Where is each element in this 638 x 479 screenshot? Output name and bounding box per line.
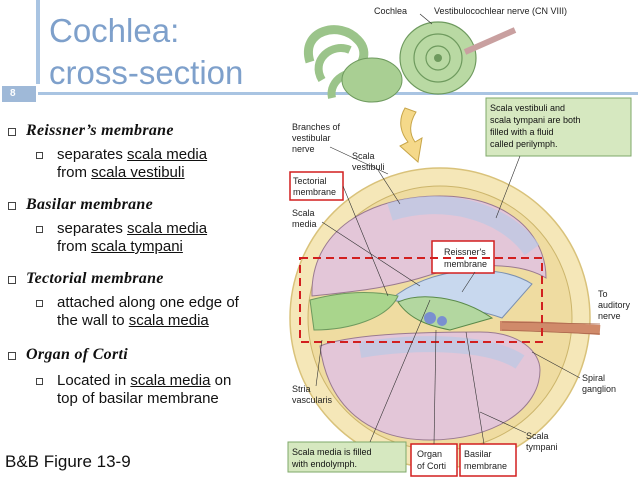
sub-bullet-square-icon [36,378,43,385]
label-scala-tympani: Scala tympani [526,431,558,452]
label-basilar-membrane: Basilar membrane [464,449,507,471]
figure-caption: B&B Figure 13-9 [5,452,131,471]
sub-bullet-basilar: separates scala media from scala tympani [36,220,237,256]
label-tectorial-membrane: Tectorial membrane [293,176,336,197]
bullet-heading: Basilar membrane [26,196,154,213]
basilar-label-box [459,443,517,477]
sub-bullet-text: separates scala media from scala vestibu… [57,146,208,181]
label-organ-of-corti: Organ of Corti [417,449,446,471]
sub-bullet-reissners: separates scala media from scala vestibu… [36,146,237,182]
bullet-heading: Organ of Corti [26,346,128,363]
sub-bullet-square-icon [36,226,43,233]
bullet-square-icon [8,202,16,210]
top-bar [0,0,638,4]
bullet-heading: Reissner’s membrane [26,122,174,139]
cochlea-cross-section [289,167,601,469]
sub-bullet-text: attached along one edge of the wall to s… [57,294,239,329]
label-cochlea: Cochlea [374,6,407,16]
slide-number: 8 [2,86,36,102]
sub-bullet-tectorial: attached along one edge of the wall to s… [36,294,257,330]
sub-bullet-text: Located in scala media on top of basilar… [57,372,232,407]
label-scala-vestibuli: Scala vestibuli [352,151,385,172]
bullet-basilar: Basilar membrane [0,196,153,214]
perilymph-note: Scala vestibuli and scala tympani are bo… [490,103,583,149]
title-line-2: cross-section [49,54,244,91]
bullet-square-icon [8,128,16,136]
perilymph-note-box [485,97,632,157]
bullet-heading: Tectorial membrane [26,270,164,287]
sub-bullet-square-icon [36,300,43,307]
label-scala-media: Scala media [292,208,317,229]
label-branches-vestibular-nerve: Branches of vestibular nerve [292,122,343,154]
bullet-organ-of-corti: Organ of Corti [0,346,128,364]
endolymph-note: Scala media is filled with endolymph. [291,447,374,469]
sub-bullet-text: separates scala media from scala tympani [57,220,208,255]
dashed-focus-region [299,257,543,343]
down-arrow-icon [399,107,423,163]
slide-title: Cochlea: cross-section [49,10,243,94]
label-reissners-membrane: Reissner's membrane [444,247,488,269]
sub-bullet-square-icon [36,152,43,159]
inner-ear-illustration [303,13,517,103]
label-stria-vascularis: Stria vascularis [292,384,333,405]
label-to-auditory-nerve: To auditory nerve [598,289,633,321]
organ-of-corti-label-box [410,443,458,477]
bullet-reissners: Reissner’s membrane [0,122,174,140]
endolymph-note-box [287,441,407,473]
label-spiral-ganglion: Spiral ganglion [582,373,616,394]
bullet-square-icon [8,276,16,284]
bullet-square-icon [8,352,16,360]
title-line-1: Cochlea: [49,12,180,49]
header-divider [38,92,638,95]
leader-lines [315,146,581,445]
title-accent-rule [36,0,40,84]
sub-bullet-organ-of-corti: Located in scala media on top of basilar… [36,372,237,408]
cochlea-diagram: Cochlea Vestibulocochlear nerve (CN VIII… [287,6,633,477]
bullet-tectorial: Tectorial membrane [0,270,164,288]
label-vestibulocochlear-nerve: Vestibulocochlear nerve (CN VIII) [434,6,567,16]
